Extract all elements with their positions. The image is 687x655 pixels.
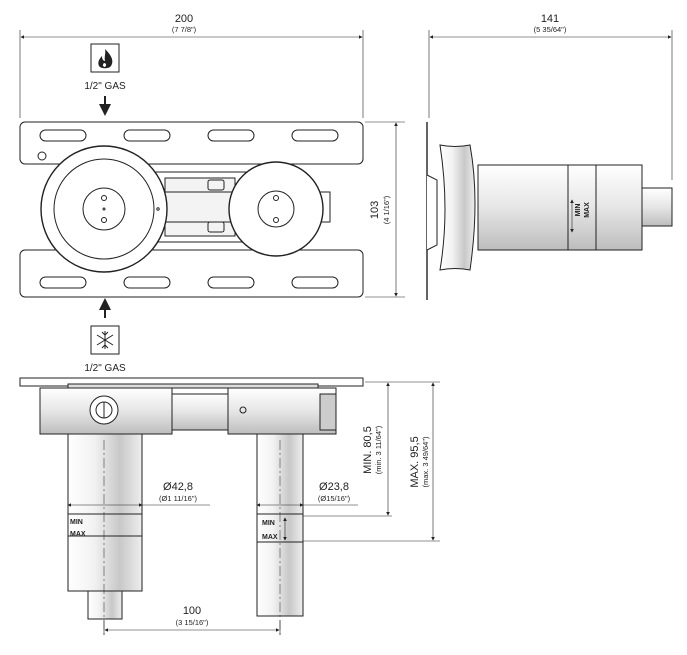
small-diameter-mm: Ø23,8 — [319, 481, 349, 493]
depth-dimension-mm: 141 — [541, 13, 559, 25]
max-depth-in: (max. 3 49/64") — [421, 436, 430, 488]
hot-inlet-label: 1/2" GAS — [84, 81, 126, 92]
large-diameter-mm: Ø42,8 — [163, 481, 193, 493]
min-depth-in: (min. 3 11/64") — [374, 425, 383, 474]
side-min-label: MIN — [575, 204, 582, 217]
width-dimension-in: (7 7/8") — [172, 25, 197, 34]
height-dimension-in: (4 1/16") — [382, 195, 391, 224]
spacing-dimension-mm: 100 — [183, 605, 201, 617]
cold-inlet-label: 1/2" GAS — [84, 363, 126, 374]
front-view — [19, 377, 440, 635]
side-view — [426, 30, 673, 300]
snowflake-icon — [90, 325, 120, 355]
spacing-dimension-in: (3 15/16") — [176, 618, 209, 627]
right-min-label: MIN — [262, 520, 275, 527]
side-max-label: MAX — [584, 202, 591, 218]
width-dimension-mm: 200 — [175, 13, 193, 25]
small-valve — [228, 161, 324, 257]
flame-icon — [90, 43, 120, 73]
large-diameter-in: (Ø1 11/16") — [159, 494, 197, 503]
small-diameter-in: (Ø15/16") — [318, 494, 351, 503]
left-min-label: MIN — [70, 519, 83, 526]
min-depth-mm: MIN. 80,5 — [362, 426, 374, 474]
left-max-label: MAX — [70, 531, 86, 538]
height-dimension-mm: 103 — [369, 201, 381, 219]
top-view — [19, 30, 405, 318]
right-max-label: MAX — [262, 534, 278, 541]
large-valve — [40, 145, 168, 273]
side-cylinder — [477, 164, 643, 251]
max-depth-mm: MAX. 95,5 — [409, 436, 421, 487]
left-cartridge — [67, 433, 143, 515]
depth-dimension-in: (5 35/64") — [534, 25, 567, 34]
